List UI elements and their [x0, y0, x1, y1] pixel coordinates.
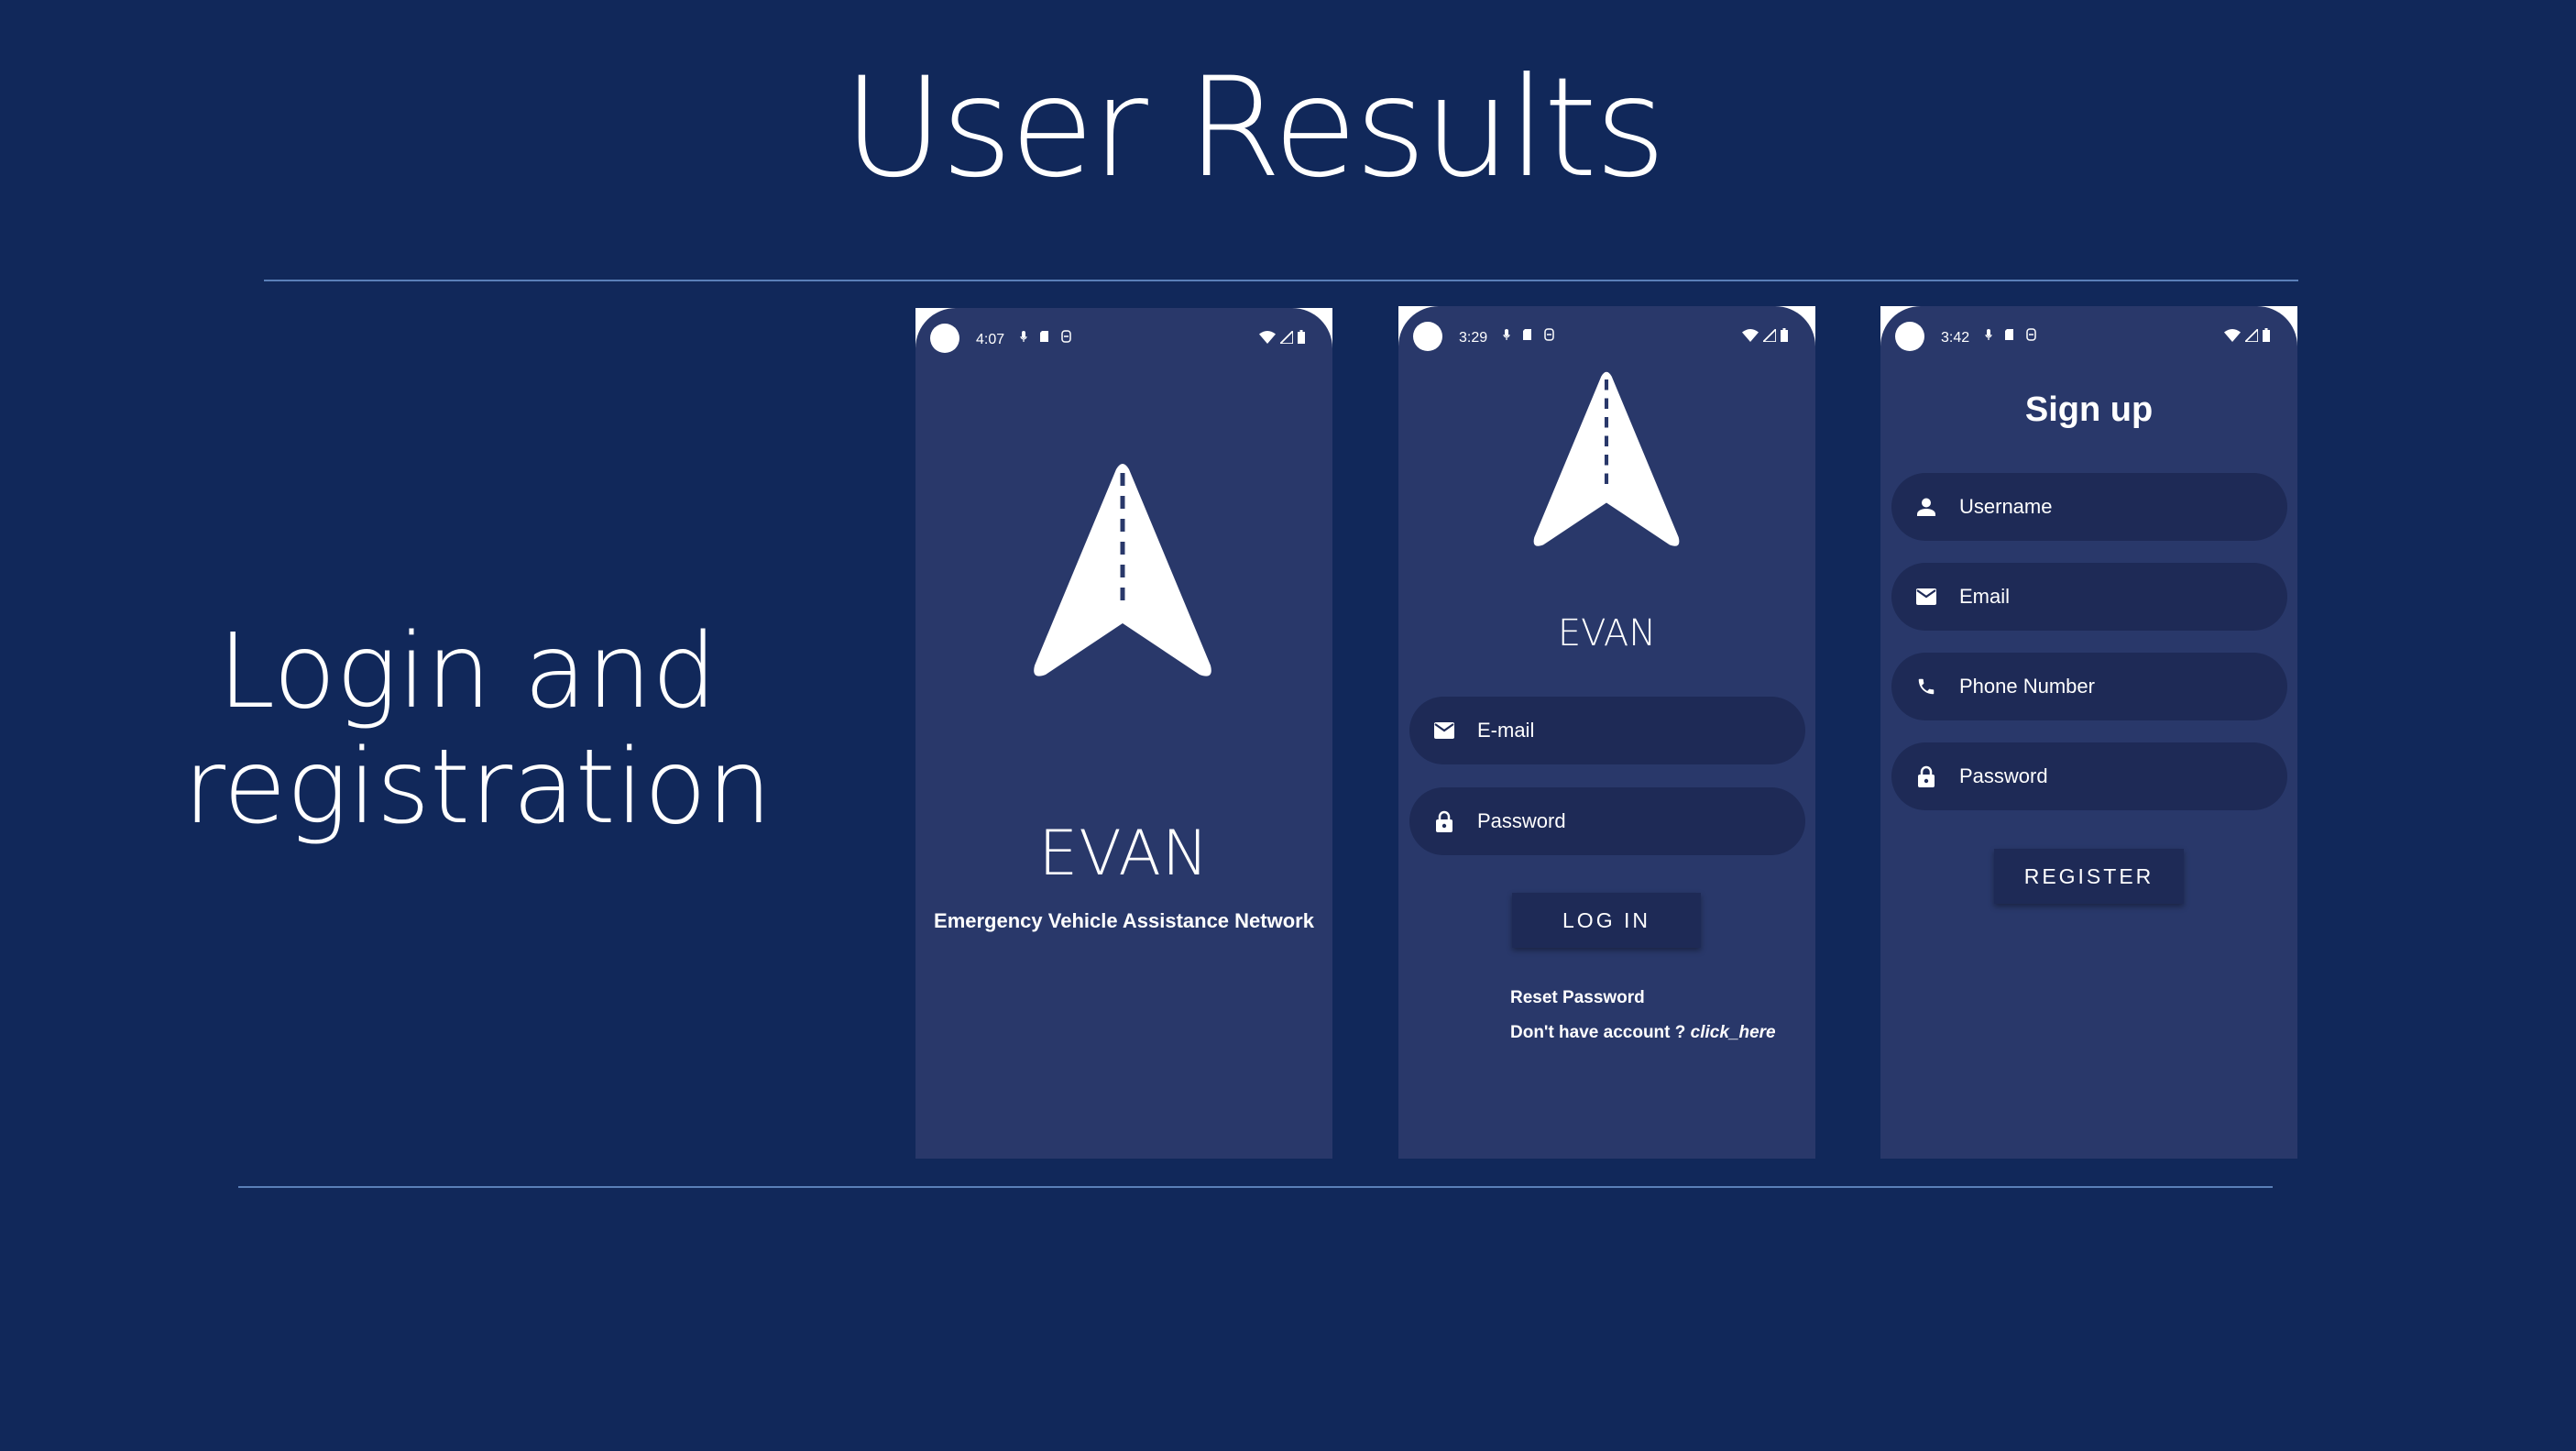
- wifi-icon: [2224, 328, 2241, 342]
- status-time: 3:29: [1459, 330, 1488, 346]
- envelope-icon: [1915, 586, 1937, 608]
- signup-title: Sign up: [2024, 390, 2154, 429]
- camera-cutout-icon: [1413, 322, 1442, 351]
- app-subtitle: Emergency Vehicle Assistance Network: [934, 909, 1314, 932]
- battery-icon: [1781, 328, 1788, 342]
- section-title: Login and registration: [183, 612, 773, 847]
- status-time: 4:07: [976, 332, 1005, 347]
- email-placeholder: Email: [1959, 585, 2011, 608]
- signup-screen: 3:42 Sign up Username Email Phone Number: [1880, 306, 2297, 1159]
- status-time: 3:42: [1941, 330, 1970, 346]
- road-arrow-icon: [1533, 371, 1680, 546]
- phone-placeholder: Phone Number: [1959, 675, 2095, 698]
- app-name: EVAN: [1038, 818, 1210, 890]
- register-prompt: Don't have account ? click_here: [1510, 1023, 1776, 1043]
- battery-icon: [1298, 330, 1305, 344]
- road-arrow-icon: [1034, 464, 1211, 676]
- reset-password-link[interactable]: Reset Password: [1510, 988, 1645, 1007]
- signal-icon: [1763, 328, 1776, 342]
- mic-icon: [1020, 331, 1027, 342]
- username-field[interactable]: Username: [1891, 473, 2287, 541]
- username-placeholder: Username: [1959, 495, 2053, 518]
- bottom-divider: [238, 1186, 2273, 1188]
- password-placeholder: Password: [1959, 764, 2048, 787]
- signal-icon: [2245, 328, 2258, 342]
- data-saver-icon: [1544, 328, 1554, 341]
- phone-icon: [1915, 676, 1937, 698]
- data-saver-icon: [2026, 328, 2036, 341]
- screen-corner-right: [2257, 306, 2297, 346]
- email-field[interactable]: E-mail: [1409, 697, 1805, 764]
- lock-icon: [1433, 810, 1455, 832]
- email-field[interactable]: Email: [1891, 563, 2287, 631]
- password-placeholder: Password: [1477, 809, 1566, 832]
- signal-icon: [1280, 330, 1293, 344]
- lock-icon: [1915, 765, 1937, 787]
- data-saver-icon: [1061, 330, 1071, 343]
- section-title-line-1: Login and: [217, 612, 718, 731]
- person-icon: [1915, 496, 1937, 518]
- login-button[interactable]: LOG IN: [1512, 893, 1701, 948]
- camera-cutout-icon: [930, 324, 959, 353]
- envelope-icon: [1433, 720, 1455, 742]
- screen-corner-left: [915, 308, 956, 348]
- sd-card-icon: [2005, 329, 2013, 340]
- no-account-text: Don't have account ?: [1510, 1023, 1691, 1042]
- battery-icon: [2263, 328, 2270, 342]
- password-field[interactable]: Password: [1409, 787, 1805, 855]
- mic-icon: [1503, 329, 1510, 340]
- login-screen: 3:29 EVAN E-mail Password LOG IN Reset P…: [1398, 306, 1815, 1159]
- screen-corner-left: [1398, 306, 1439, 346]
- status-bar: 3:29: [1398, 306, 1815, 357]
- slide-title: User Results: [843, 49, 1666, 208]
- status-bar: 4:07: [915, 308, 1332, 359]
- wifi-icon: [1742, 328, 1759, 342]
- email-placeholder: E-mail: [1477, 719, 1535, 742]
- click-here-link[interactable]: click_here: [1690, 1023, 1776, 1042]
- password-field[interactable]: Password: [1891, 742, 2287, 810]
- sd-card-icon: [1040, 331, 1048, 342]
- screen-corner-right: [1775, 306, 1815, 346]
- sd-card-icon: [1523, 329, 1531, 340]
- status-bar: 3:42: [1880, 306, 2297, 357]
- screen-corner-right: [1292, 308, 1332, 348]
- screen-corner-left: [1880, 306, 1921, 346]
- splash-screen: 4:07 EVAN Emergency Vehicle Assistance N…: [915, 308, 1332, 1159]
- register-button[interactable]: REGISTER: [1994, 849, 2184, 904]
- phone-field[interactable]: Phone Number: [1891, 653, 2287, 720]
- mic-icon: [1985, 329, 1992, 340]
- app-name: EVAN: [1557, 612, 1657, 654]
- wifi-icon: [1259, 330, 1276, 344]
- top-divider: [264, 280, 2298, 281]
- camera-cutout-icon: [1895, 322, 1924, 351]
- section-title-line-2: registration: [183, 728, 773, 847]
